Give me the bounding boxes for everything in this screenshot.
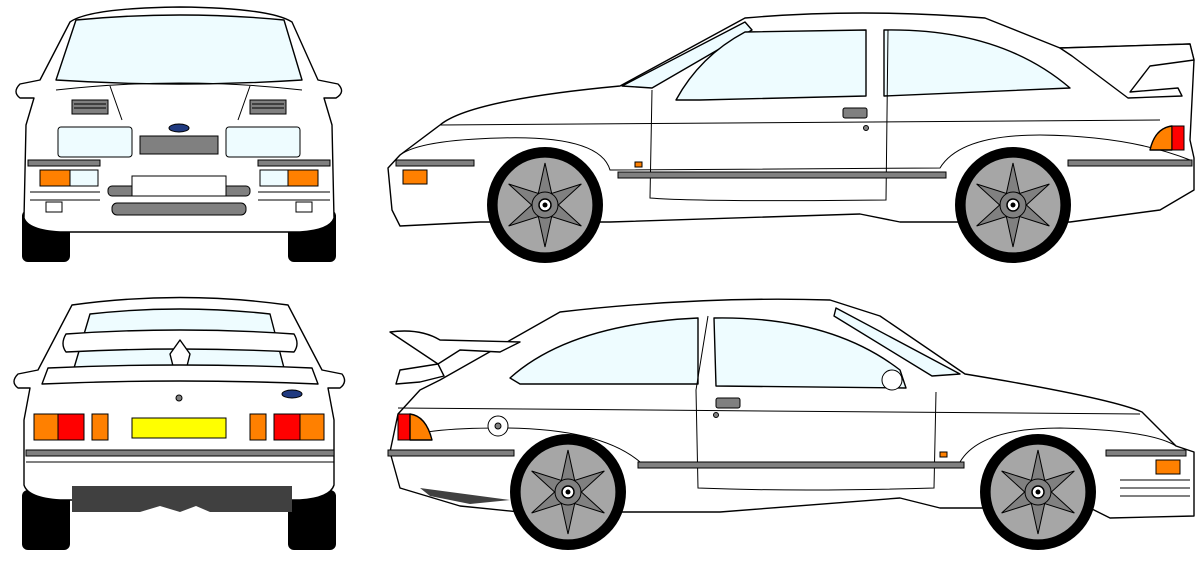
rear-spoiler-lower bbox=[41, 364, 319, 385]
front-indicator-right bbox=[287, 169, 319, 187]
front-indicator-left bbox=[39, 169, 71, 187]
right-door-handle bbox=[842, 107, 868, 119]
front-headlamp-left bbox=[57, 126, 133, 158]
front-windscreen bbox=[55, 14, 303, 85]
right-front-wheel bbox=[486, 146, 604, 264]
right-spoiler bbox=[1059, 43, 1195, 99]
front-vent-left bbox=[71, 99, 109, 115]
left-rear-wheel bbox=[509, 433, 627, 551]
front-badge bbox=[168, 123, 190, 133]
front-vent-right bbox=[249, 99, 287, 115]
right-side-view bbox=[387, 12, 1195, 264]
front-headlamp-right bbox=[225, 126, 301, 158]
rear-right-tyre bbox=[288, 490, 336, 550]
left-tail-light-red bbox=[397, 413, 411, 441]
left-rear-window bbox=[509, 317, 699, 385]
right-rear-wheel bbox=[954, 146, 1072, 264]
rear-plate bbox=[131, 417, 227, 439]
left-windscreen bbox=[833, 307, 961, 377]
rear-lamp-right bbox=[273, 413, 301, 441]
right-front-window bbox=[675, 29, 867, 101]
rear-left-tyre bbox=[22, 490, 70, 550]
left-door-handle bbox=[715, 397, 741, 409]
right-rear-window bbox=[883, 29, 1071, 97]
right-tail-light-red bbox=[1171, 125, 1185, 151]
front-grille bbox=[139, 135, 219, 155]
right-side-stripe bbox=[617, 171, 947, 179]
rear-lamp-left bbox=[57, 413, 85, 441]
rear-badge bbox=[281, 389, 303, 399]
left-spoiler bbox=[389, 330, 521, 385]
left-front-indicator bbox=[1155, 459, 1181, 475]
front-plate bbox=[131, 175, 227, 197]
front-view bbox=[15, 6, 343, 262]
left-side-stripe bbox=[637, 461, 965, 469]
right-windscreen bbox=[621, 21, 753, 89]
left-front-window bbox=[713, 317, 907, 389]
left-front-wheel bbox=[979, 433, 1097, 551]
rear-diffuser bbox=[72, 486, 292, 512]
left-side-view bbox=[387, 298, 1195, 551]
rear-view bbox=[13, 296, 346, 550]
left-tail-light-amber bbox=[409, 413, 433, 441]
right-front-indicator bbox=[402, 169, 428, 185]
